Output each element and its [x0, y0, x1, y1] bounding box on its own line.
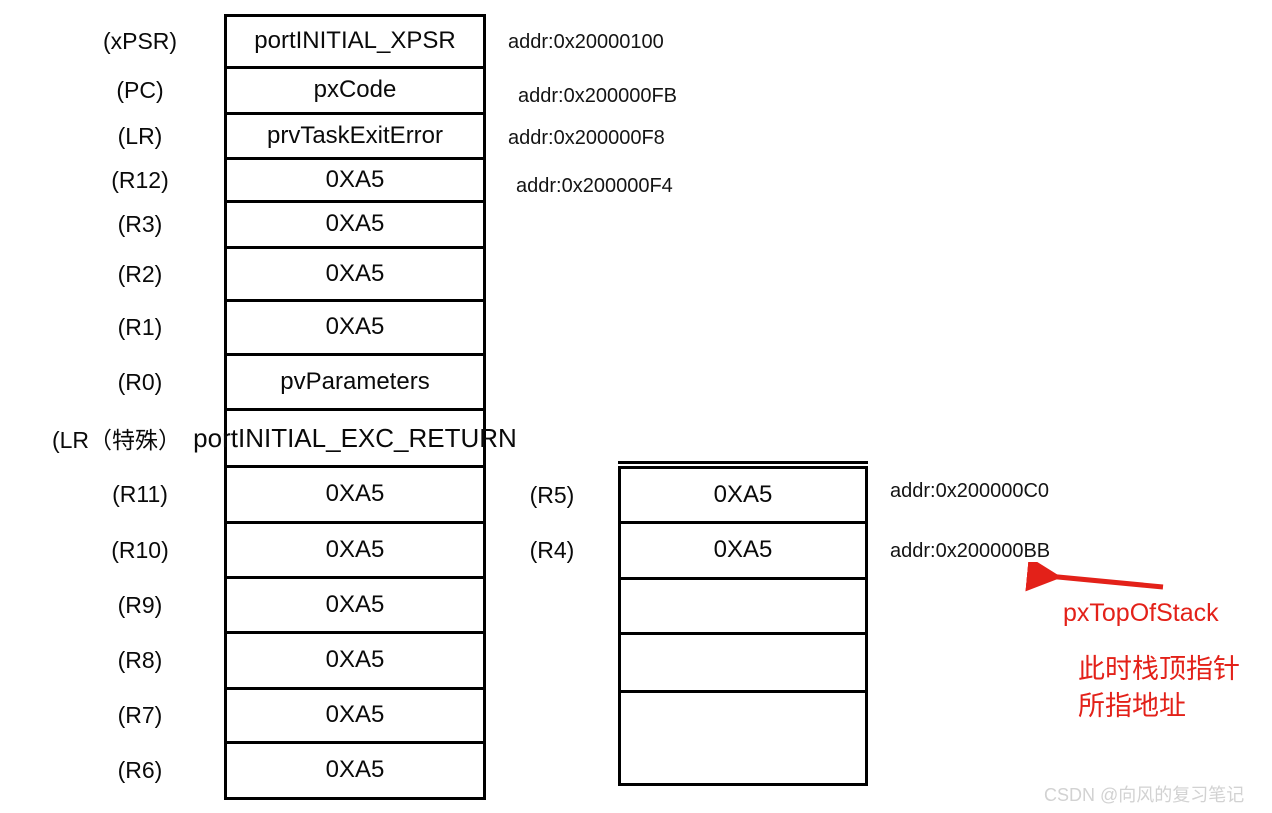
- register-label-r2: (R2): [117, 260, 163, 287]
- stack-cell-r3: (R3) 0XA5: [118, 200, 486, 249]
- stack-cell-value: 0XA5: [325, 313, 385, 341]
- stack-cell-value: 0XA5: [713, 480, 773, 508]
- stack-cell-r1: (R1) 0XA5: [118, 299, 486, 356]
- register-label-r9: (R9): [117, 591, 163, 618]
- register-label-lr-special: (LR（特殊）: [51, 427, 181, 453]
- stack-cell-lr: (LR) prvTaskExitError: [118, 112, 486, 160]
- stack-cell-r6: (R6) 0XA5: [118, 741, 486, 800]
- right-stack: (R5) 0XA5 (R4) 0XA5: [530, 461, 868, 786]
- stack-cell-r11: (R11) 0XA5: [112, 465, 486, 524]
- stack-cell-pc: (PC) pxCode: [116, 66, 486, 115]
- register-label-r8: (R8): [117, 647, 163, 673]
- red-arrow-icon: [1025, 562, 1164, 592]
- stack-cell-r2: (R2) 0XA5: [118, 246, 486, 302]
- stack-cell-value: 0XA5: [325, 590, 385, 618]
- addr-label-0x20000100: addr:0x20000100: [508, 31, 664, 53]
- stack-cell-value: 0XA5: [325, 535, 385, 563]
- stack-cell-value: 0XA5: [325, 646, 385, 674]
- stack-cell-r9: (R9) 0XA5: [118, 576, 486, 634]
- stack-cell-empty: [618, 632, 868, 693]
- stack-cell-value: 0XA5: [325, 701, 385, 729]
- stack-cell-value: 0XA5: [325, 259, 385, 287]
- addr-label-0x200000FB: addr:0x200000FB: [518, 85, 678, 107]
- stack-cell-value: 0XA5: [325, 756, 385, 784]
- stack-cell-lr-special: (LR（特殊） portINITIAL_EXC_RETURN: [52, 408, 517, 468]
- stack-cell-empty: [618, 690, 868, 786]
- register-label-r10: (R10): [111, 536, 169, 563]
- stack-pointer-note-line2: 所指地址: [1078, 691, 1186, 721]
- stack-cell-value: 0XA5: [325, 165, 385, 193]
- register-label-r6: (R6): [117, 757, 163, 783]
- register-label-r11: (R11): [112, 481, 168, 507]
- register-label-pc: (PC): [116, 77, 164, 103]
- stack-cell-value: portINITIAL_XPSR: [254, 27, 456, 55]
- stack-cell-empty: [618, 577, 868, 635]
- register-label-r7: (R7): [117, 702, 163, 728]
- stack-cell-r8: (R8) 0XA5: [118, 631, 486, 690]
- register-label-xpsr: (xPSR): [102, 28, 178, 54]
- register-label-r0: (R0): [117, 368, 163, 395]
- px-top-of-stack-label: pxTopOfStack: [1063, 599, 1219, 627]
- csdn-watermark: CSDN @向风的复习笔记: [1044, 785, 1245, 805]
- left-stack: (xPSR) portINITIAL_XPSR (PC) pxCode (LR)…: [52, 14, 517, 800]
- register-label-lr: (LR): [117, 122, 163, 149]
- stack-cell-r0: (R0) pvParameters: [118, 353, 486, 411]
- stack-pointer-note-line1: 此时栈顶指针: [1078, 654, 1240, 684]
- stack-cell-value: pvParameters: [280, 367, 430, 395]
- register-label-r1: (R1): [117, 314, 163, 340]
- stack-cell-r12: (R12) 0XA5: [111, 157, 486, 203]
- addr-label-0x200000C0: addr:0x200000C0: [890, 480, 1050, 502]
- addr-label-0x200000BB: addr:0x200000BB: [890, 540, 1051, 562]
- addr-label-0x200000F4: addr:0x200000F4: [516, 175, 673, 197]
- stack-cell-r7: (R7) 0XA5: [118, 687, 486, 744]
- stack-cell-r5: (R5) 0XA5: [530, 466, 868, 524]
- stack-cell-r10: (R10) 0XA5: [111, 521, 486, 579]
- stack-pointer-note: 此时栈顶指针 所指地址: [1078, 651, 1240, 725]
- register-label-r4: (R4): [529, 537, 575, 563]
- stack-cell-value: 0XA5: [713, 536, 773, 564]
- register-label-r12: (R12): [111, 166, 169, 193]
- stack-cell-value: prvTaskExitError: [266, 121, 444, 149]
- stack-cell-xpsr: (xPSR) portINITIAL_XPSR: [103, 14, 486, 69]
- stack-cell-r4: (R4) 0XA5: [530, 521, 868, 580]
- stack-cell-value: 0XA5: [325, 210, 385, 238]
- stack-cell-value-overflowing: portINITIAL_EXC_RETURN: [193, 422, 517, 453]
- addr-label-0x200000F8: addr:0x200000F8: [508, 127, 665, 149]
- stack-cell-value: 0XA5: [325, 480, 385, 508]
- register-label-r5: (R5): [529, 481, 575, 508]
- stack-cell-value: pxCode: [313, 76, 397, 104]
- register-label-r3: (R3): [117, 211, 163, 237]
